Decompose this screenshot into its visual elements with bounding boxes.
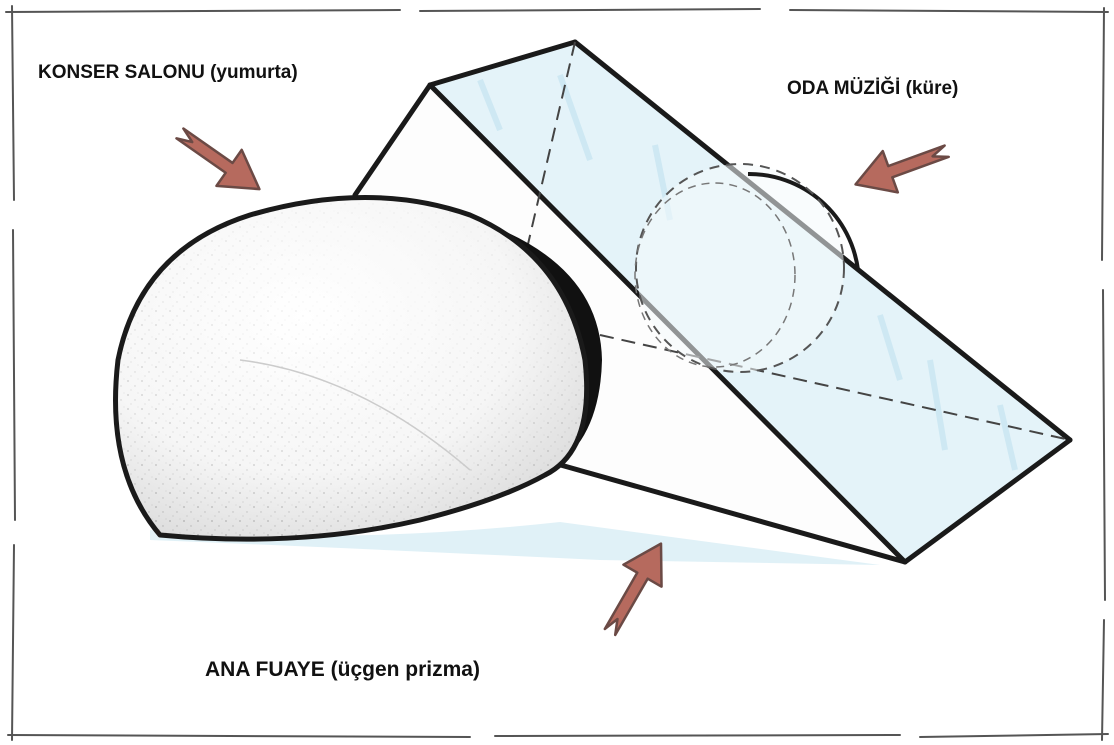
label-main-foyer: ANA FUAYE (üçgen prizma) <box>205 658 480 681</box>
label-chamber-music: ODA MÜZİĞİ (küre) <box>787 77 958 99</box>
arrow-chamber-music <box>848 131 954 206</box>
egg-concert-hall <box>116 198 602 540</box>
label-concert-hall: KONSER SALONU (yumurta) <box>38 62 298 83</box>
arrow-concert-hall <box>167 115 272 207</box>
